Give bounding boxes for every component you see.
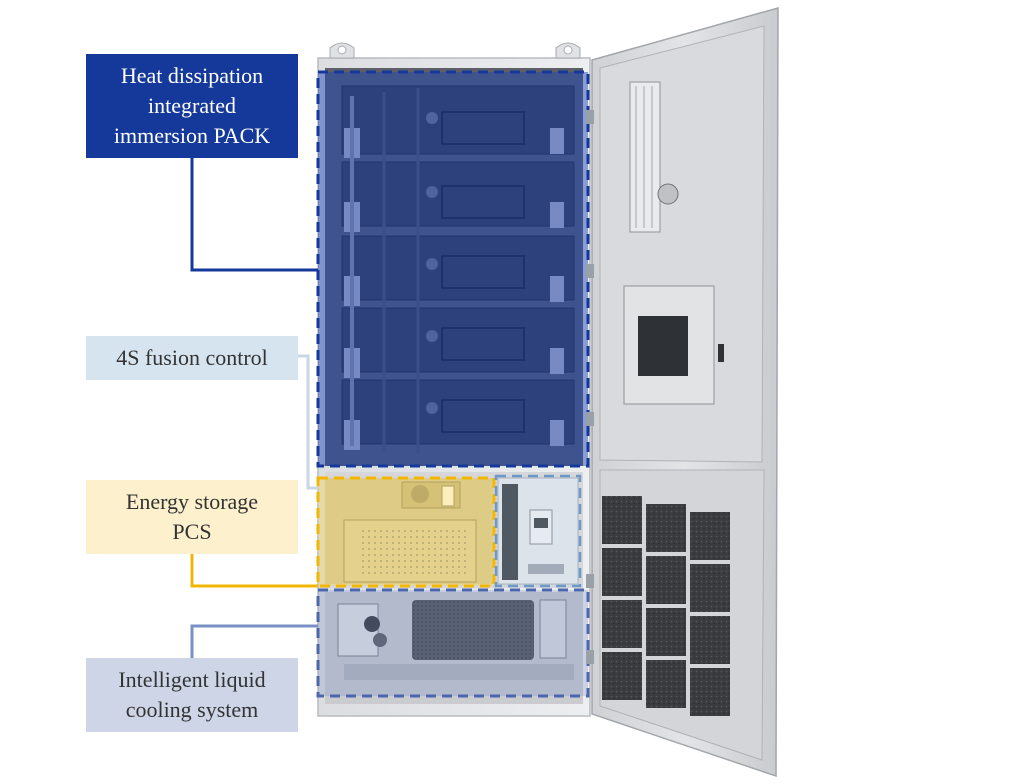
door-filter-grid — [602, 496, 730, 716]
battery-packs — [341, 85, 575, 454]
battery-pack — [341, 85, 575, 158]
control-module — [497, 477, 579, 585]
pack-label-line: integrated — [148, 93, 236, 118]
battery-pack — [341, 161, 575, 232]
battery-pack — [341, 379, 575, 450]
pcs-label-line: PCS — [172, 519, 212, 544]
fusion-control-connector-line — [298, 354, 318, 490]
cooling-label-line: cooling system — [125, 697, 259, 722]
fusion-control-highlight — [494, 474, 582, 588]
pack-label-line: immersion PACK — [113, 123, 271, 148]
cooling-highlight — [316, 588, 590, 698]
pack-highlight — [316, 70, 590, 468]
cooling-label: Intelligent liquid cooling system — [86, 658, 298, 732]
fusion-control-label-line: 4S fusion control — [116, 345, 268, 370]
pack-label: Heat dissipation integrated immersion PA… — [86, 54, 298, 158]
pcs-label: Energy storage PCS — [86, 480, 298, 554]
battery-pack — [341, 235, 575, 306]
pcs-highlight — [316, 476, 496, 588]
cooling-connector-line — [190, 624, 318, 658]
cooling-label-line: Intelligent liquid — [118, 667, 266, 692]
fusion-control-label: 4S fusion control — [86, 336, 298, 380]
pack-label-line: Heat dissipation — [120, 63, 264, 88]
battery-pack — [341, 307, 575, 378]
pcs-label-line: Energy storage — [125, 489, 259, 514]
cooling-unit — [337, 599, 574, 680]
pcs-module — [325, 478, 493, 584]
pcs-connector-line — [190, 554, 318, 588]
pack-connector-line — [190, 158, 318, 272]
